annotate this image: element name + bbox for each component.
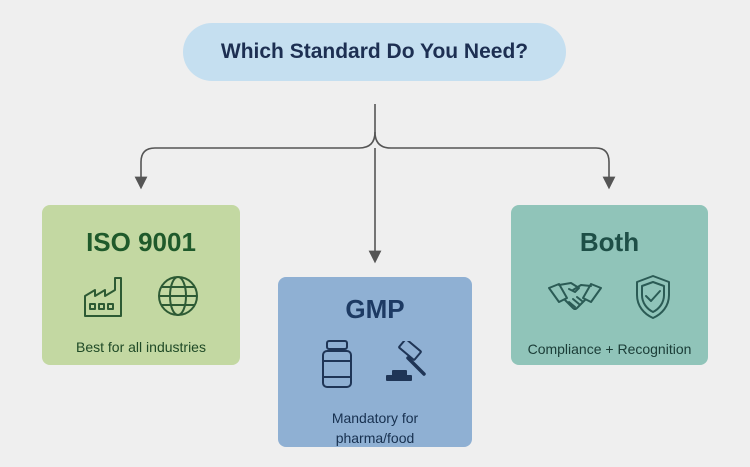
connector-trunk xyxy=(134,104,376,190)
globe-icon xyxy=(156,274,200,323)
option-caption: Compliance + Recognition xyxy=(527,341,692,357)
connector-right xyxy=(374,131,616,190)
option-caption: Best for all industries xyxy=(76,339,206,355)
handshake-icon xyxy=(547,276,603,323)
option-card-gmp: GMP Mandatory for pharma/food xyxy=(278,277,472,447)
option-title: Both xyxy=(579,227,640,257)
question-label: Which Standard Do You Need? xyxy=(220,40,529,63)
medicine-bottle-icon xyxy=(320,339,354,394)
question-node: Which Standard Do You Need? xyxy=(183,23,566,81)
factory-icon xyxy=(82,274,126,323)
option-caption-line-1: Mandatory for xyxy=(331,410,419,426)
option-title: ISO 9001 xyxy=(86,227,196,257)
option-card-iso-9001: ISO 9001 Best for all industries xyxy=(42,205,240,365)
option-caption-line-2: pharma/food xyxy=(335,430,415,446)
option-caption: Mandatory for pharma/food xyxy=(332,408,418,448)
gavel-icon xyxy=(384,338,430,392)
option-card-both: Both Compliance + Recognition xyxy=(511,205,708,365)
shield-check-icon xyxy=(633,274,673,325)
option-title: GMP xyxy=(345,294,405,324)
